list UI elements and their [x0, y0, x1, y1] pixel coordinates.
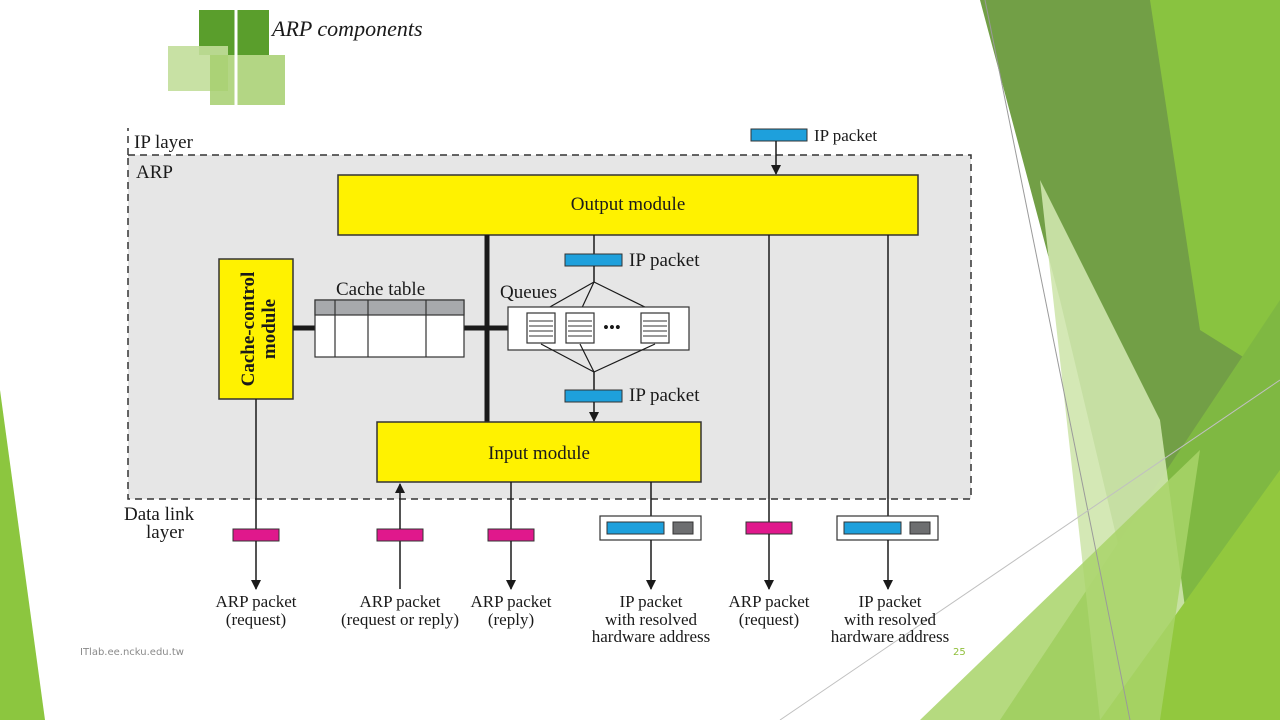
- input-module-label: Input module: [488, 443, 590, 464]
- ip-packet-top-label: IP packet: [814, 126, 877, 145]
- bottom-label-6: IP packet with resolved hardware address: [831, 592, 949, 646]
- svg-text:(request or reply): (request or reply): [341, 610, 459, 629]
- bottom-label-4: IP packet with resolved hardware address: [592, 592, 710, 646]
- ip-packet-low-label: IP packet: [629, 385, 700, 406]
- queue-2: [565, 312, 595, 344]
- ip-packet-top: [750, 128, 808, 142]
- data-link-label-2: layer: [146, 522, 185, 543]
- output-module: [337, 174, 919, 236]
- bottom-label-5: ARP packet (request): [728, 592, 809, 629]
- svg-text:IP packet: IP packet: [858, 592, 921, 611]
- bottom-label-1: ARP packet (request): [215, 592, 296, 629]
- svg-text:hardware address: hardware address: [831, 627, 949, 646]
- data-link-label: Data link: [124, 504, 195, 525]
- svg-text:hardware address: hardware address: [592, 627, 710, 646]
- cache-control-label: Cache-control: [238, 272, 259, 387]
- svg-text:(request): (request): [226, 610, 286, 629]
- cache-control-module: [218, 258, 294, 400]
- input-module: [376, 421, 702, 483]
- svg-text:ARP packet: ARP packet: [215, 592, 296, 611]
- ip-packet-mid-label: IP packet: [629, 250, 700, 271]
- arp-packet-3: [487, 528, 535, 542]
- svg-text:IP packet: IP packet: [619, 592, 682, 611]
- ip-packet-low: [564, 389, 623, 403]
- ip-packet-mid: [564, 253, 623, 267]
- svg-text:with resolved: with resolved: [844, 610, 937, 629]
- slide-title: ARP components: [272, 16, 423, 41]
- arp-packet-4: [745, 521, 793, 535]
- arp-label: ARP: [136, 162, 173, 183]
- svg-text:(request): (request): [739, 610, 799, 629]
- svg-text:with resolved: with resolved: [605, 610, 698, 629]
- svg-text:ARP packet: ARP packet: [728, 592, 809, 611]
- queue-3: [640, 312, 670, 344]
- svg-text:(reply): (reply): [488, 610, 534, 629]
- footer-site: ITlab.ee.ncku.edu.tw: [80, 647, 184, 658]
- queue-1: [526, 312, 556, 344]
- output-module-label: Output module: [571, 194, 686, 215]
- bottom-label-3: ARP packet (reply): [470, 592, 551, 629]
- queues-ellipsis: •••: [603, 318, 621, 337]
- arp-packet-2: [376, 528, 424, 542]
- ip-layer-label: IP layer: [134, 132, 194, 153]
- svg-text:ARP packet: ARP packet: [470, 592, 551, 611]
- cache-table-label: Cache table: [336, 279, 425, 300]
- svg-text:ARP packet: ARP packet: [359, 592, 440, 611]
- arp-packet-1: [232, 528, 280, 542]
- resolved-frame-1: [599, 515, 702, 541]
- cache-control-label-2: module: [259, 299, 280, 359]
- page-number: 25: [953, 647, 966, 658]
- bottom-label-2: ARP packet (request or reply): [341, 592, 459, 629]
- resolved-frame-2: [836, 515, 939, 541]
- queues-label: Queues: [500, 282, 557, 303]
- cache-table: [314, 299, 465, 358]
